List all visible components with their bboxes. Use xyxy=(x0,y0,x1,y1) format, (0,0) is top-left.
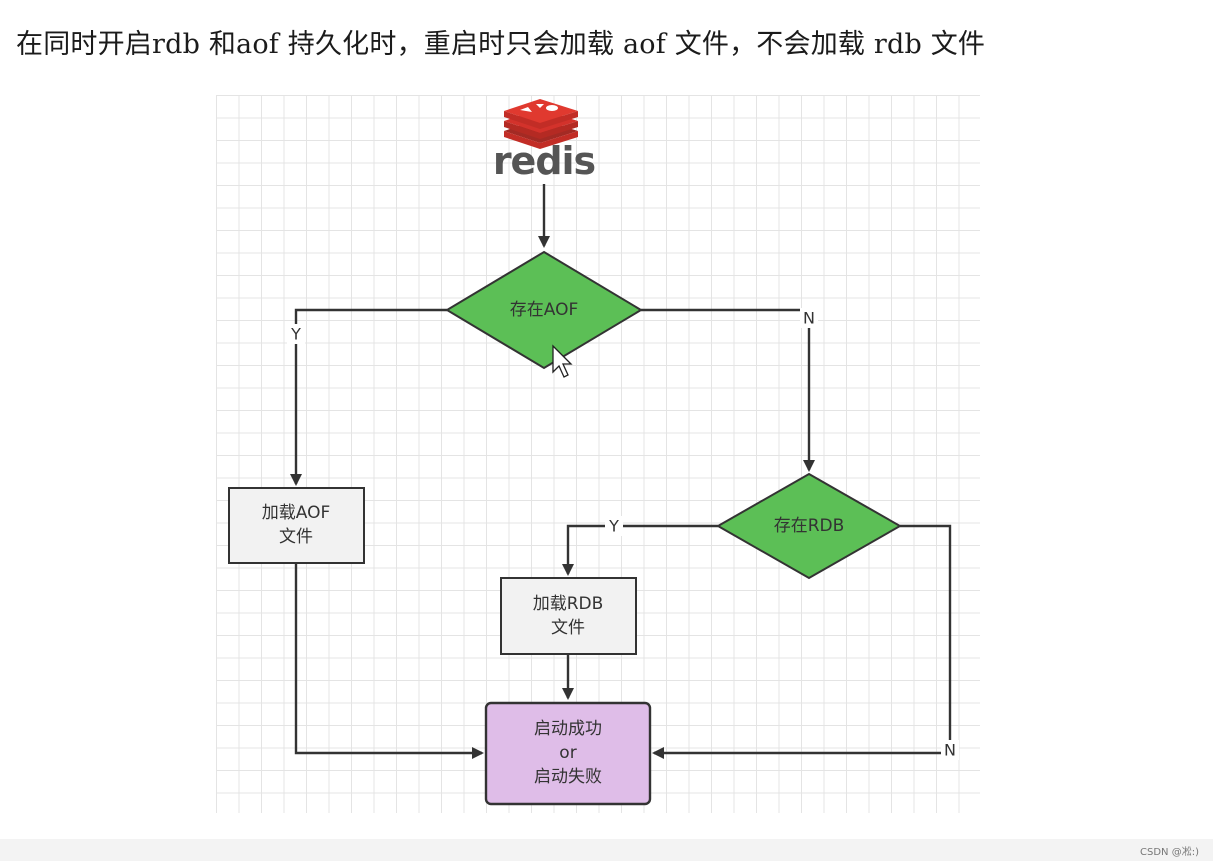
edge-load-aof-to-result xyxy=(294,564,484,759)
edge-label-rdb-no: N xyxy=(944,741,956,760)
edge-rdb-yes xyxy=(562,524,718,576)
terminal-startup-result xyxy=(484,701,652,806)
redis-logo-text: redis xyxy=(493,139,595,183)
decision-exists-rdb xyxy=(715,472,903,580)
csdn-watermark: CSDN @凇:) xyxy=(1140,847,1199,858)
edge-aof-no xyxy=(641,308,815,472)
page-heading: 在同时开启rdb 和aof 持久化时，重启时只会加载 aof 文件，不会加载 r… xyxy=(16,29,986,60)
terminal-result-line3: 启动失败 xyxy=(534,767,602,787)
edge-rdb-no xyxy=(652,524,952,759)
process-load-aof xyxy=(228,487,365,564)
decision-exists-rdb-label: 存在RDB xyxy=(774,516,845,536)
edge-label-aof-yes: Y xyxy=(290,325,301,344)
process-load-aof-line2: 文件 xyxy=(279,527,313,547)
process-load-rdb xyxy=(500,577,637,655)
edge-aof-yes xyxy=(290,308,447,486)
edge-label-aof-no: N xyxy=(803,309,815,328)
decision-exists-aof-label: 存在AOF xyxy=(510,300,579,320)
mouse-cursor-icon xyxy=(552,344,573,378)
decision-exists-aof xyxy=(445,250,643,370)
redis-logo-icon xyxy=(504,99,578,149)
footer-bar: CSDN @凇:) xyxy=(0,839,1213,861)
terminal-result-line1: 启动成功 xyxy=(534,719,602,739)
process-load-aof-line1: 加载AOF xyxy=(262,503,331,523)
process-load-rdb-line1: 加载RDB xyxy=(533,594,604,614)
process-load-rdb-line2: 文件 xyxy=(551,618,585,638)
flow-edges xyxy=(290,184,952,759)
edge-label-rdb-yes: Y xyxy=(608,517,619,536)
terminal-result-line2: or xyxy=(559,743,576,763)
flowchart-canvas xyxy=(216,95,980,813)
